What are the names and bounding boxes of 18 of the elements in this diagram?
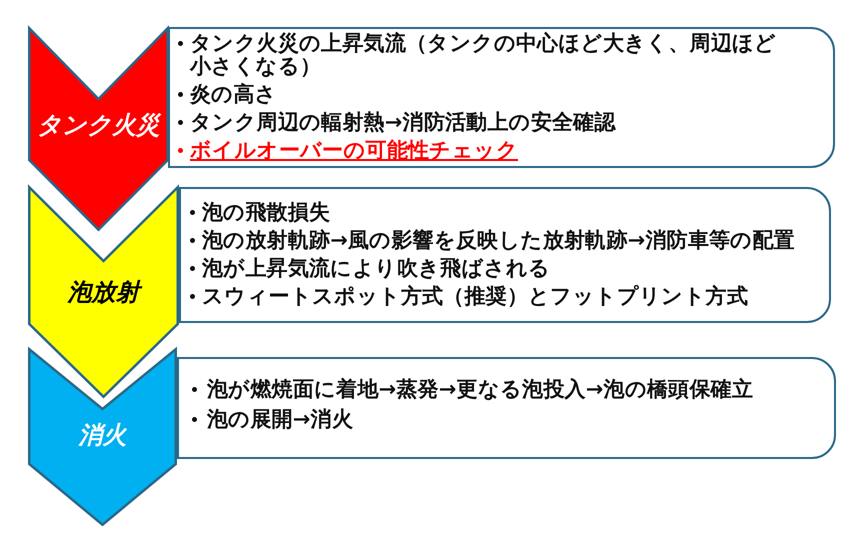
list-item-text: タンク周辺の輻射熱→消防活動上の安全確認 — [190, 111, 616, 134]
list-item-text: 泡の放射軌跡→風の影響を反映した放射軌跡→消防車等の配置 — [202, 229, 795, 252]
list-item-text: タンク火災の上昇気流（タンクの中心ほど大きく、周辺ほど小さくなる） — [190, 32, 778, 78]
stage-label: タンク火災 — [37, 110, 160, 140]
list-item-text: 泡が燃焼面に着地→蒸発→更なる泡投入→泡の橋頭保確立 — [207, 378, 753, 401]
text-panel — [179, 187, 831, 323]
list-item-text: ボイルオーバーの可能性チェック — [190, 139, 518, 162]
list-item-text: 泡の展開→消火 — [207, 408, 353, 431]
process-step — [28, 186, 179, 398]
process-step — [28, 348, 177, 526]
text-panel — [177, 357, 836, 459]
text-panel — [168, 27, 835, 168]
list-item-text: 泡が上昇気流により吹き飛ばされる — [202, 257, 550, 280]
list-item-text: 泡の飛散損失 — [202, 201, 330, 224]
process-step — [28, 27, 169, 231]
list-item-text: スウィートスポット方式（推奨）とフットプリント方式 — [202, 285, 748, 308]
list-item-text: 炎の高さ — [190, 83, 277, 106]
stage-label: 消火 — [78, 420, 126, 450]
